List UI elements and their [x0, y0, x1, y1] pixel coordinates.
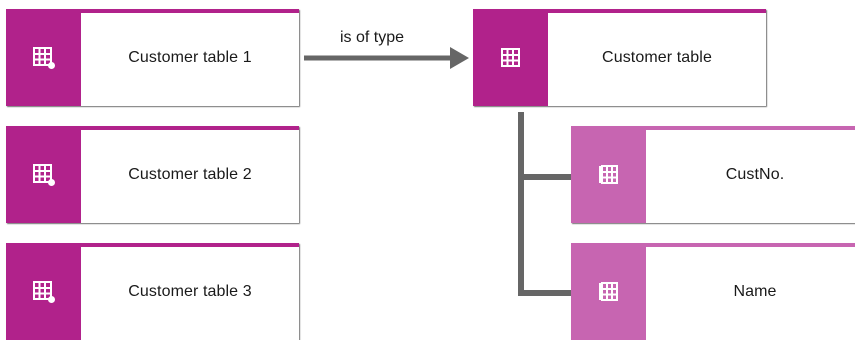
relation-label: is of type [340, 29, 405, 46]
column-label: Name [733, 282, 777, 300]
table-instance-icon [6, 243, 81, 340]
is-of-type-arrow [304, 47, 469, 69]
column-icon [571, 243, 646, 340]
column-node-custno[interactable]: CustNo. [571, 126, 855, 223]
table-instance-icon [6, 9, 81, 106]
table-type-node-customer-table[interactable]: Customer table [473, 9, 766, 106]
column-tree-connector [518, 112, 571, 296]
column-icon [571, 126, 646, 223]
type-label: Customer table [602, 48, 712, 66]
table-node-customer-table-2[interactable]: Customer table 2 [6, 126, 299, 223]
column-label: CustNo. [725, 165, 785, 183]
table-node-customer-table-1[interactable]: Customer table 1 [6, 9, 299, 106]
table-label: Customer table 1 [128, 48, 252, 66]
table-instance-icon [6, 126, 81, 223]
table-icon [473, 9, 548, 106]
table-label: Customer table 3 [128, 282, 252, 300]
table-node-customer-table-3[interactable]: Customer table 3 [6, 243, 299, 340]
table-label: Customer table 2 [128, 165, 252, 183]
column-node-name[interactable]: Name [571, 243, 855, 340]
